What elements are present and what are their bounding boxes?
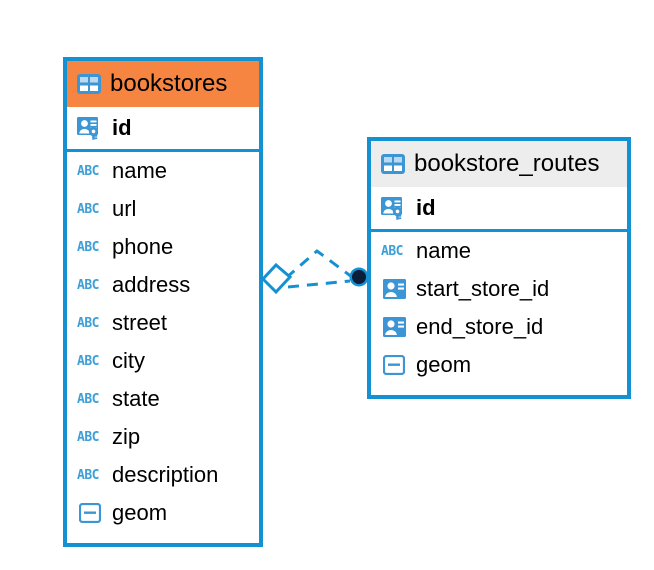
field-row-geom[interactable]: geom xyxy=(67,494,259,532)
abc-text-icon: ABC xyxy=(77,391,99,407)
entity-header-bookstore-routes[interactable]: bookstore_routes xyxy=(371,141,627,187)
abc-text-icon: ABC xyxy=(77,429,99,445)
field-label-end-store-id: end_store_id xyxy=(416,314,544,339)
field-row-end-store-id[interactable]: end_store_id xyxy=(371,308,627,346)
field-label-phone: phone xyxy=(112,234,174,259)
field-label-state: state xyxy=(112,386,160,411)
field-row-id[interactable]: id xyxy=(371,187,627,232)
entity-title-bookstores: bookstores xyxy=(110,70,228,97)
field-row-name[interactable]: ABC name xyxy=(371,232,627,270)
entity-header-bookstores[interactable]: bookstores xyxy=(67,61,259,107)
field-row-street[interactable]: ABC street xyxy=(67,304,259,342)
field-label-start-store-id: start_store_id xyxy=(416,276,550,301)
field-row-zip[interactable]: ABC zip xyxy=(67,418,259,456)
field-label-description: description xyxy=(112,462,219,487)
relationship-target-circle-marker xyxy=(349,267,369,287)
relationship-source-diamond-marker xyxy=(260,262,293,295)
field-row-url[interactable]: ABC url xyxy=(67,190,259,228)
entity-title-bookstore-routes: bookstore_routes xyxy=(414,150,600,177)
abc-text-icon: ABC xyxy=(77,315,99,331)
field-label-city: city xyxy=(112,348,145,373)
field-label-url: url xyxy=(112,196,137,221)
field-row-start-store-id[interactable]: start_store_id xyxy=(371,270,627,308)
geometry-icon xyxy=(77,503,103,523)
field-label-zip: zip xyxy=(112,424,141,449)
foreign-key-badge-icon xyxy=(381,279,407,299)
abc-text-icon: ABC xyxy=(77,353,99,369)
geometry-icon xyxy=(381,355,407,375)
abc-text-icon: ABC xyxy=(77,163,99,179)
relationship-line-upper xyxy=(285,249,353,280)
primary-key-badge-icon xyxy=(381,196,407,220)
field-row-name[interactable]: ABC name xyxy=(67,152,259,190)
field-row-description[interactable]: ABC description xyxy=(67,456,259,494)
entity-bookstore-routes[interactable]: bookstore_routes xyxy=(367,137,631,399)
field-label-geom: geom xyxy=(416,352,472,377)
entity-bookstores[interactable]: bookstores xyxy=(63,57,263,547)
field-label-id: id xyxy=(112,115,132,140)
abc-text-icon: ABC xyxy=(77,239,99,255)
field-row-city[interactable]: ABC city xyxy=(67,342,259,380)
field-row-phone[interactable]: ABC phone xyxy=(67,228,259,266)
field-label-name: name xyxy=(112,158,168,183)
field-row-geom[interactable]: geom xyxy=(371,346,627,384)
foreign-key-badge-icon xyxy=(381,317,407,337)
abc-text-icon: ABC xyxy=(381,243,403,259)
field-label-geom: geom xyxy=(112,500,168,525)
relationship-line-lower xyxy=(287,279,351,289)
table-grid-icon xyxy=(77,74,101,94)
primary-key-badge-icon xyxy=(77,116,103,140)
field-label-address: address xyxy=(112,272,191,297)
field-label-id: id xyxy=(416,195,436,220)
abc-text-icon: ABC xyxy=(77,277,99,293)
abc-text-icon: ABC xyxy=(77,201,99,217)
field-row-address[interactable]: ABC address xyxy=(67,266,259,304)
field-row-id[interactable]: id xyxy=(67,107,259,152)
field-label-street: street xyxy=(112,310,168,335)
table-grid-icon xyxy=(381,154,405,174)
abc-text-icon: ABC xyxy=(77,467,99,483)
field-row-state[interactable]: ABC state xyxy=(67,380,259,418)
field-label-name: name xyxy=(416,238,472,263)
